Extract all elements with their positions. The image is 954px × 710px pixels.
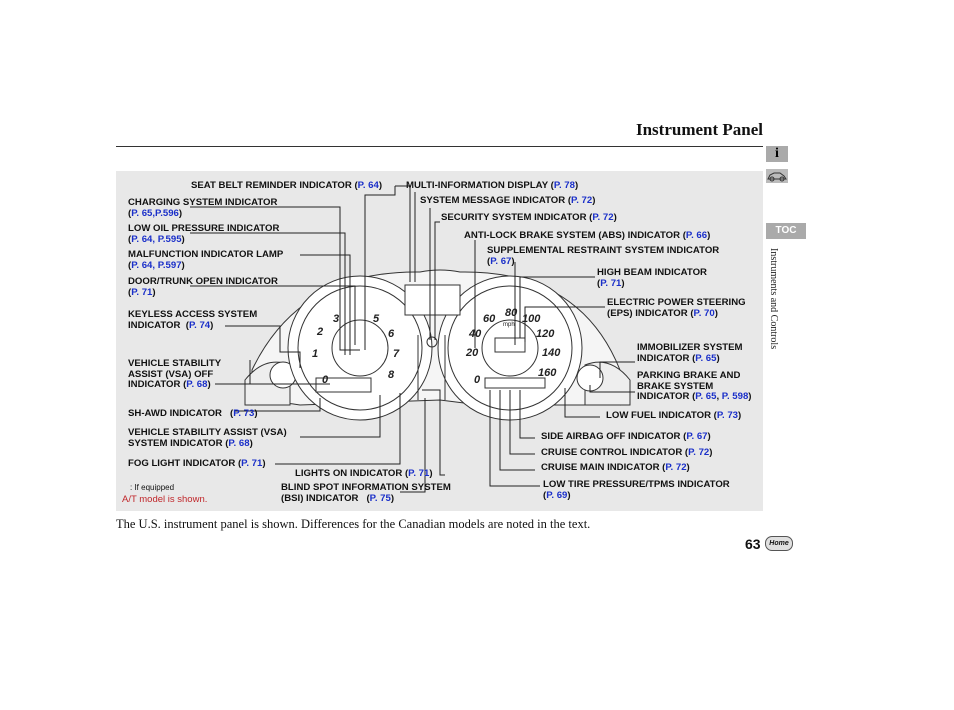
tach-0: 0 [322,374,329,386]
label-vsa: VEHICLE STABILITY ASSIST (VSA)SYSTEM IND… [128,427,287,449]
ref-fog[interactable]: P. 71 [241,458,263,469]
ref-eps[interactable]: P. 70 [693,307,715,319]
label-door: DOOR/TRUNK OPEN INDICATOR(P. 71) [128,276,278,298]
label-abs: ANTI-LOCK BRAKE SYSTEM (ABS) INDICATOR (… [464,230,711,241]
ref-lights[interactable]: P. 71 [408,468,430,479]
speed-100: 100 [522,313,541,325]
ref-srs[interactable]: P. 67 [490,255,512,267]
speed-120: 120 [536,328,555,340]
label-srs: SUPPLEMENTAL RESTRAINT SYSTEM INDICATOR(… [487,245,720,267]
toc-button[interactable]: TOC [766,223,806,239]
ref-sideairbag[interactable]: P. 67 [686,431,708,442]
ref-door[interactable]: P. 71 [131,286,153,298]
ref-parking[interactable]: P. 65 [695,391,717,402]
tach-2: 2 [316,326,323,338]
title-rule [116,146,763,147]
ref-vsa[interactable]: P. 68 [228,437,250,449]
ref-parking-2[interactable]: P. 598 [721,391,749,402]
label-multiinfo: MULTI-INFORMATION DISPLAY (P. 78) [406,180,579,191]
label-eps: ELECTRIC POWER STEERING(EPS) INDICATOR (… [607,297,746,319]
ref-security[interactable]: P. 72 [592,212,614,223]
label-bsi: BLIND SPOT INFORMATION SYSTEM(BSI) INDIC… [281,482,451,504]
home-button[interactable]: Home [765,536,793,551]
ref-keyless[interactable]: P. 74 [188,319,211,331]
label-sysmsg: SYSTEM MESSAGE INDICATOR (P. 72) [420,195,596,206]
speed-60: 60 [483,313,496,325]
speed-unit: mph [503,322,515,328]
label-lowfuel: LOW FUEL INDICATOR (P. 73) [606,410,742,421]
ref-highbeam[interactable]: P. 71 [600,277,622,289]
tach-6: 6 [388,328,395,340]
ref-malfunction[interactable]: P. 64, P.597 [131,259,182,271]
ref-immobilizer[interactable]: P. 65 [695,352,717,364]
ref-lowoil[interactable]: P. 64, P.595 [131,233,182,245]
label-shawd: SH-AWD INDICATOR (P. 73) [128,408,258,419]
info-icon[interactable]: i [766,146,788,162]
page-number: 63 [745,536,761,552]
car-icon[interactable] [766,169,788,183]
section-side-label: Instruments and Controls [768,248,779,350]
label-lights: LIGHTS ON INDICATOR (P. 71) [295,468,433,479]
tach-5: 5 [373,313,380,325]
ref-multiinfo[interactable]: P. 78 [553,180,575,191]
label-fog: FOG LIGHT INDICATOR (P. 71) [128,458,266,469]
ref-bsi[interactable]: P. 75 [369,492,391,504]
label-lowoil: LOW OIL PRESSURE INDICATOR(P. 64, P.595) [128,223,280,245]
note-if-equipped: : If equipped [130,483,175,492]
label-highbeam: HIGH BEAM INDICATOR(P. 71) [597,267,707,289]
label-charging: CHARGING SYSTEM INDICATOR(P. 65,P.596) [128,197,278,219]
ref-charging[interactable]: P. 65,P.596 [131,207,179,219]
ref-seatbelt[interactable]: P. 64 [357,180,379,191]
label-seatbelt: SEAT BELT REMINDER INDICATOR (P. 64) [191,180,383,191]
ref-vsaoff[interactable]: P. 68 [186,379,208,390]
label-security: SECURITY SYSTEM INDICATOR (P. 72) [441,212,617,223]
speed-20: 20 [465,347,479,359]
label-cruise: CRUISE CONTROL INDICATOR (P. 72) [541,447,713,458]
speed-80: 80 [505,307,518,319]
page-title: Instrument Panel [635,120,763,139]
ref-tpms[interactable]: P. 69 [546,489,568,501]
caption: The U.S. instrument panel is shown. Diff… [116,517,591,531]
ref-cruise[interactable]: P. 72 [688,447,710,458]
tach-8: 8 [388,369,395,381]
label-cruisemain: CRUISE MAIN INDICATOR (P. 72) [541,462,690,473]
tach-7: 7 [393,348,400,360]
ref-abs[interactable]: P. 66 [685,230,708,241]
ref-sysmsg[interactable]: P. 72 [571,195,593,206]
speed-160: 160 [538,367,557,379]
label-malfunction: MALFUNCTION INDICATOR LAMP(P. 64, P.597) [128,249,284,271]
label-tpms: LOW TIRE PRESSURE/TPMS INDICATOR(P. 69) [543,479,730,501]
tach-1: 1 [312,348,318,360]
speed-140: 140 [542,347,561,359]
ref-lowfuel[interactable]: P. 73 [716,410,739,421]
ref-shawd[interactable]: P. 73 [233,408,255,419]
label-sideairbag: SIDE AIRBAG OFF INDICATOR (P. 67) [541,431,711,442]
ref-cruisemain[interactable]: P. 72 [665,462,687,473]
tach-3: 3 [333,313,339,325]
speed-0: 0 [474,374,481,386]
note-at-model: A/T model is shown. [122,494,208,505]
